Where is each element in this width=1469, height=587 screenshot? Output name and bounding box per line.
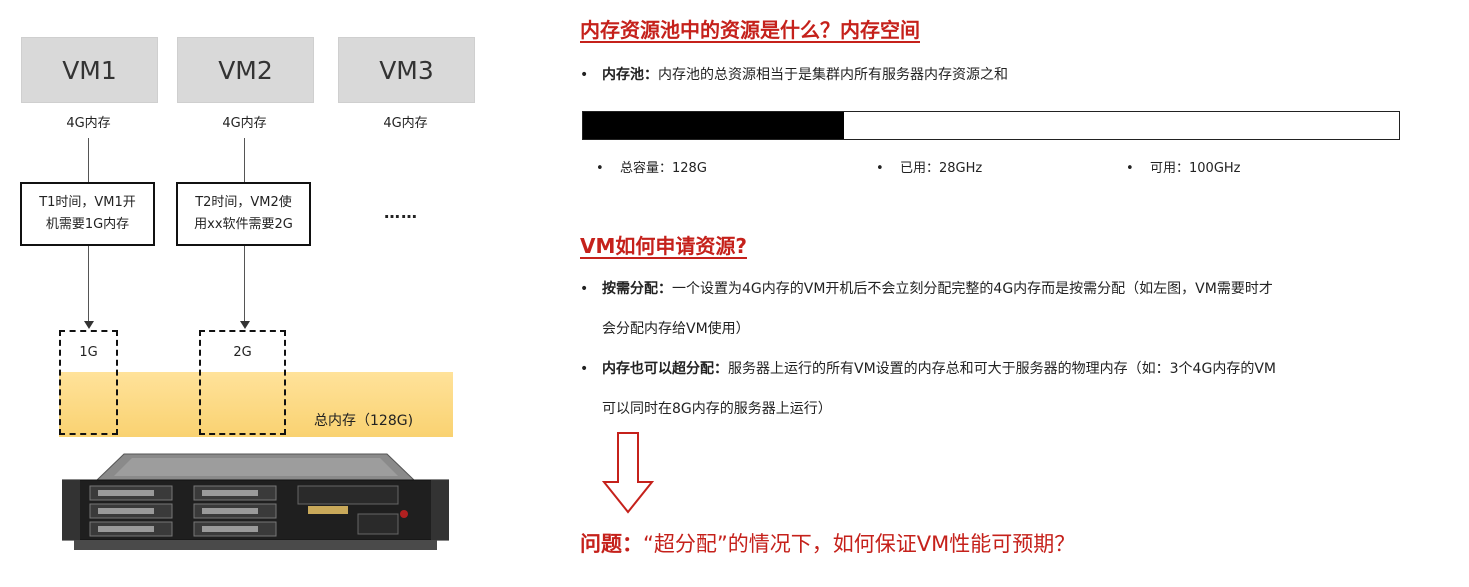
bullet-continuation: 会分配内存给VM使用） [602,321,750,337]
stat-item: • 可用：100GHz [1126,157,1241,176]
stat-text: 可用：100GHz [1150,161,1241,176]
bullet-dot-icon: • [580,281,589,297]
arrow-head-icon [240,321,250,329]
bullet-dot-icon: • [580,361,589,377]
bullet-label: 内存也可以超分配： [602,361,728,377]
vm-memory-label: 4G内存 [383,116,428,131]
bullet-text: 服务器上运行的所有VM设置的内存总和可大于服务器的物理内存（如：3个4G内存的V… [728,361,1276,377]
allocation-label: 1G [79,345,98,360]
connector-line [88,138,89,182]
vm-memory-label: 4G内存 [222,116,267,131]
vm-name: VM3 [379,55,434,85]
section2-item-1: • 按需分配：一个设置为4G内存的VM开机后不会立刻分配完整的4G内存而是按需分配… [580,278,1273,298]
vm-box-1: VM1 [21,37,158,103]
vm-box-2: VM2 [177,37,314,103]
stat-text: 总容量：128G [620,161,707,176]
stat-item: • 已用：28GHz [876,157,982,176]
event-text: T1时间，VM1开 [39,195,136,210]
connector-line [244,246,245,322]
event-text: 机需要1G内存 [45,217,130,232]
outline-down-arrow-icon [602,432,654,514]
bullet-label: 内存池： [602,67,658,83]
rack-server-icon [62,453,449,550]
question: 问题：“超分配”的情况下，如何保证VM性能可预期？ [580,528,1075,558]
question-text: “超分配”的情况下，如何保证VM性能可预期？ [643,532,1076,556]
connector-line [244,138,245,182]
memory-pool [59,372,453,437]
section2-item-2: • 内存也可以超分配：服务器上运行的所有VM设置的内存总和可大于服务器的物理内存（… [580,358,1276,378]
stat-item: • 总容量：128G [596,157,707,176]
event-text: 用xx软件需要2G [194,217,293,232]
allocation-label: 2G [233,345,252,360]
pool-label: 总内存（128G) [314,413,414,429]
vm-box-3: VM3 [338,37,475,103]
bullet-dot-icon: • [876,161,884,176]
allocation-box-2 [199,330,286,435]
bullet-continuation: 可以同时在8G内存的服务器上运行） [602,401,832,417]
section2-title: VM如何申请资源? [580,234,747,258]
bullet-text: 内存池的总资源相当于是集群内所有服务器内存资源之和 [658,67,1008,83]
question-label: 问题： [580,532,643,556]
vm-name: VM2 [218,55,273,85]
bullet-dot-icon: • [596,161,604,176]
vm-name: VM1 [62,55,117,85]
connector-line [88,246,89,322]
section1-bullet: • 内存池：内存池的总资源相当于是集群内所有服务器内存资源之和 [580,64,1008,84]
ellipsis: …… [384,203,418,222]
vm-memory-label: 4G内存 [66,116,111,131]
bullet-label: 按需分配： [602,281,672,297]
usage-bar [582,111,1400,140]
event-box-2: T2时间，VM2使用xx软件需要2G [176,182,311,246]
arrow-head-icon [84,321,94,329]
event-box-1: T1时间，VM1开机需要1G内存 [20,182,155,246]
section1-title: 内存资源池中的资源是什么？内存空间 [580,18,920,42]
event-text: T2时间，VM2使 [195,195,292,210]
stat-text: 已用：28GHz [900,161,983,176]
allocation-box-1 [59,330,118,435]
usage-bar-fill [583,112,845,139]
bullet-dot-icon: • [580,67,589,83]
bullet-text: 一个设置为4G内存的VM开机后不会立刻分配完整的4G内存而是按需分配（如左图，V… [672,281,1273,297]
bullet-dot-icon: • [1126,161,1134,176]
